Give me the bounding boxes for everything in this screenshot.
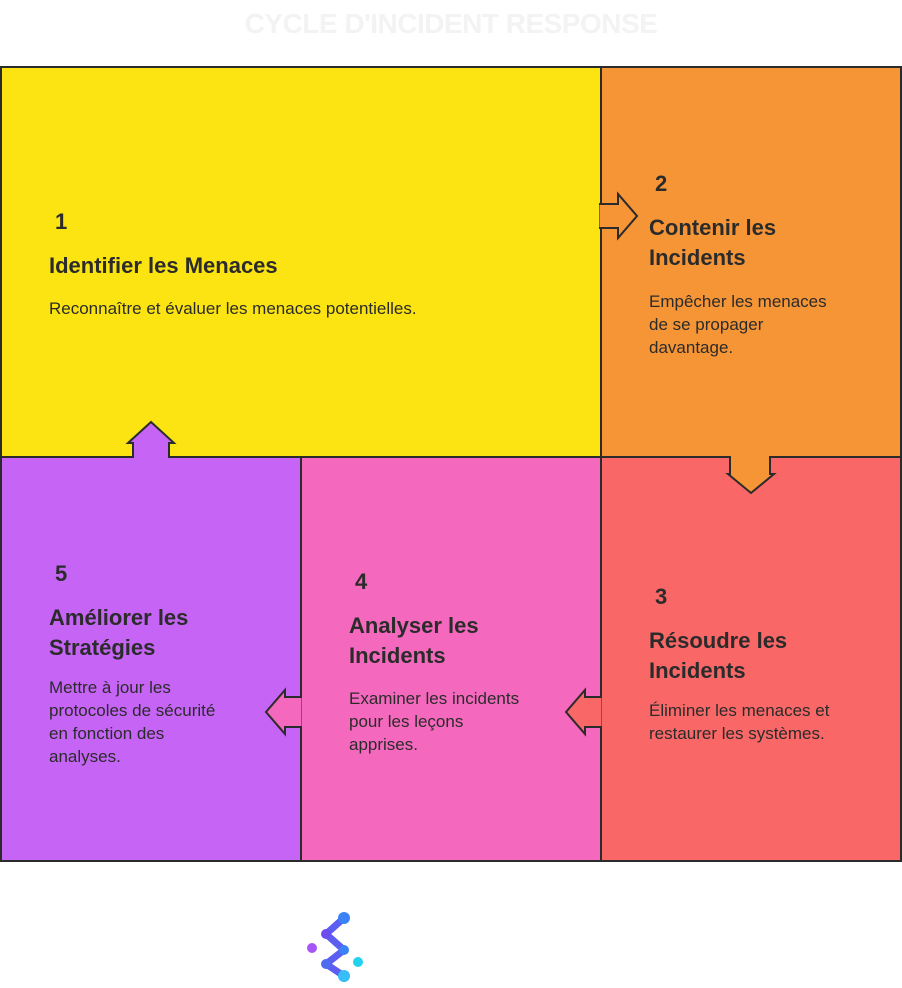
network-nodes-logo-icon: [307, 912, 363, 982]
step-1-number: 1: [55, 209, 68, 234]
step-2-description-line-1: Empêcher les menaces: [649, 292, 827, 311]
step-5-number: 5: [55, 561, 68, 586]
step-2-heading: Contenir les Incidents: [649, 213, 776, 273]
step-3-description: Éliminer les menaces et restaurer les sy…: [649, 699, 829, 745]
step-2-heading-line-2: Incidents: [649, 245, 746, 270]
step-4-description: Examiner les incidents pour les leçons a…: [349, 687, 519, 756]
step-2-heading-line-1: Contenir les: [649, 215, 777, 240]
step-4-description-line-3: apprises.: [349, 735, 418, 754]
step-4-description-line-2: pour les leçons: [349, 712, 464, 731]
step-1-panel: [0, 66, 602, 458]
step-3-heading: Résoudre les Incidents: [649, 626, 787, 686]
step-4-description-line-1: Examiner les incidents: [349, 689, 520, 708]
arrow-left-icon: [264, 687, 302, 737]
step-3-description-line-2: restaurer les systèmes.: [649, 724, 825, 743]
step-5-description-line-3: en fonction des: [49, 724, 165, 743]
step-5-description-line-2: protocoles de sécurité: [49, 701, 216, 720]
arrow-left-icon: [564, 687, 602, 737]
step-5-panel: [0, 456, 302, 862]
step-4-heading-line-1: Analyser les: [349, 613, 479, 638]
step-3-description-line-1: Éliminer les menaces et: [649, 701, 830, 720]
step-3-number: 3: [655, 584, 668, 609]
step-4-panel: [300, 456, 602, 862]
step-2-number: 2: [655, 171, 668, 196]
arrow-up-icon: [125, 420, 177, 458]
arrow-right-icon: [599, 191, 639, 241]
step-2-description-line-3: davantage.: [649, 338, 734, 357]
step-2-description: Empêcher les menaces de se propager dava…: [649, 290, 827, 359]
step-5-description-line-1: Mettre à jour les: [49, 678, 171, 697]
step-5-heading-line-1: Améliorer les: [49, 605, 189, 630]
step-3-heading-line-2: Incidents: [649, 658, 746, 683]
step-3-panel: [600, 456, 902, 862]
diagram-title: CYCLE D'INCIDENT RESPONSE: [244, 8, 658, 39]
step-3-heading-line-1: Résoudre les: [649, 628, 788, 653]
step-1-heading: Identifier les Menaces: [49, 253, 278, 278]
step-1-description: Reconnaître et évaluer les menaces poten…: [49, 299, 417, 318]
step-5-description-line-4: analyses.: [49, 747, 121, 766]
step-5-heading-line-2: Stratégies: [49, 635, 156, 660]
step-4-heading: Analyser les Incidents: [349, 611, 479, 671]
step-2-description-line-2: de se propager: [649, 315, 764, 334]
arrow-down-icon: [725, 456, 777, 495]
step-5-description: Mettre à jour les protocoles de sécurité…: [49, 676, 215, 768]
step-4-heading-line-2: Incidents: [349, 643, 446, 668]
step-5-heading: Améliorer les Stratégies: [49, 603, 188, 663]
step-4-number: 4: [355, 569, 368, 594]
